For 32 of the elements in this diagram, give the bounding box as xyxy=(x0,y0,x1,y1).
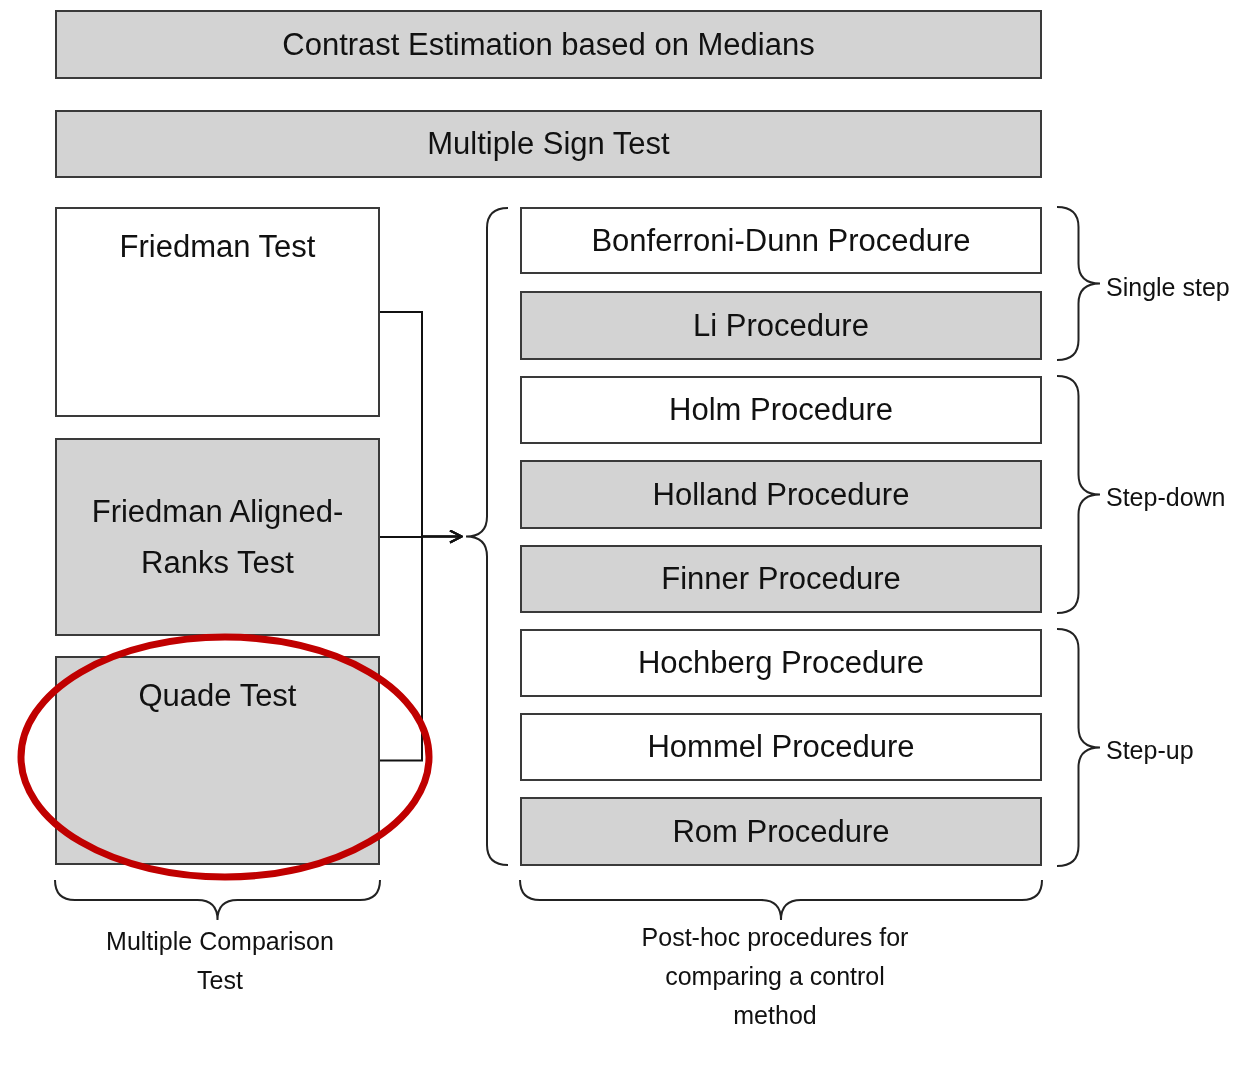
method-box xyxy=(55,656,380,865)
box-title: Contrast Estimation based on Medians xyxy=(281,25,816,64)
annotation-text: Multiple Comparison Test xyxy=(105,926,335,996)
test-box xyxy=(520,376,1042,444)
box-title: Hommel Procedure xyxy=(646,728,916,767)
test-box xyxy=(55,207,380,417)
box-title: Holm Procedure xyxy=(668,391,894,430)
method-box xyxy=(520,291,1042,360)
box-title: Li Procedure xyxy=(692,306,870,345)
test-box xyxy=(520,207,1042,274)
box-title: Hochberg Procedure xyxy=(636,644,926,683)
annotation-text: Single step xyxy=(1106,272,1231,303)
annotation-text: Post-hoc procedures for comparing a control method xyxy=(640,922,910,1031)
method-box xyxy=(520,545,1042,613)
box-title: Bonferroni-Dunn Procedure xyxy=(590,221,972,260)
box-title: Multiple Sign Test xyxy=(426,125,671,164)
annotation-text: Step-up xyxy=(1106,735,1195,766)
method-box xyxy=(55,438,380,636)
box-title: Quade Test xyxy=(137,677,298,715)
box-title: Friedman Aligned-Ranks Test xyxy=(90,492,345,582)
box-title: Finner Procedure xyxy=(660,560,902,599)
method-box xyxy=(520,460,1042,529)
method-box xyxy=(55,10,1042,79)
test-box xyxy=(520,713,1042,781)
method-box xyxy=(520,797,1042,866)
connector-arrow xyxy=(379,529,463,762)
annotation-text: Step-down xyxy=(1106,482,1227,513)
box-title: Holland Procedure xyxy=(651,475,911,514)
box-title: Rom Procedure xyxy=(671,812,891,851)
box-title: Friedman Test xyxy=(118,228,317,266)
test-box xyxy=(520,629,1042,697)
method-box xyxy=(55,110,1042,178)
